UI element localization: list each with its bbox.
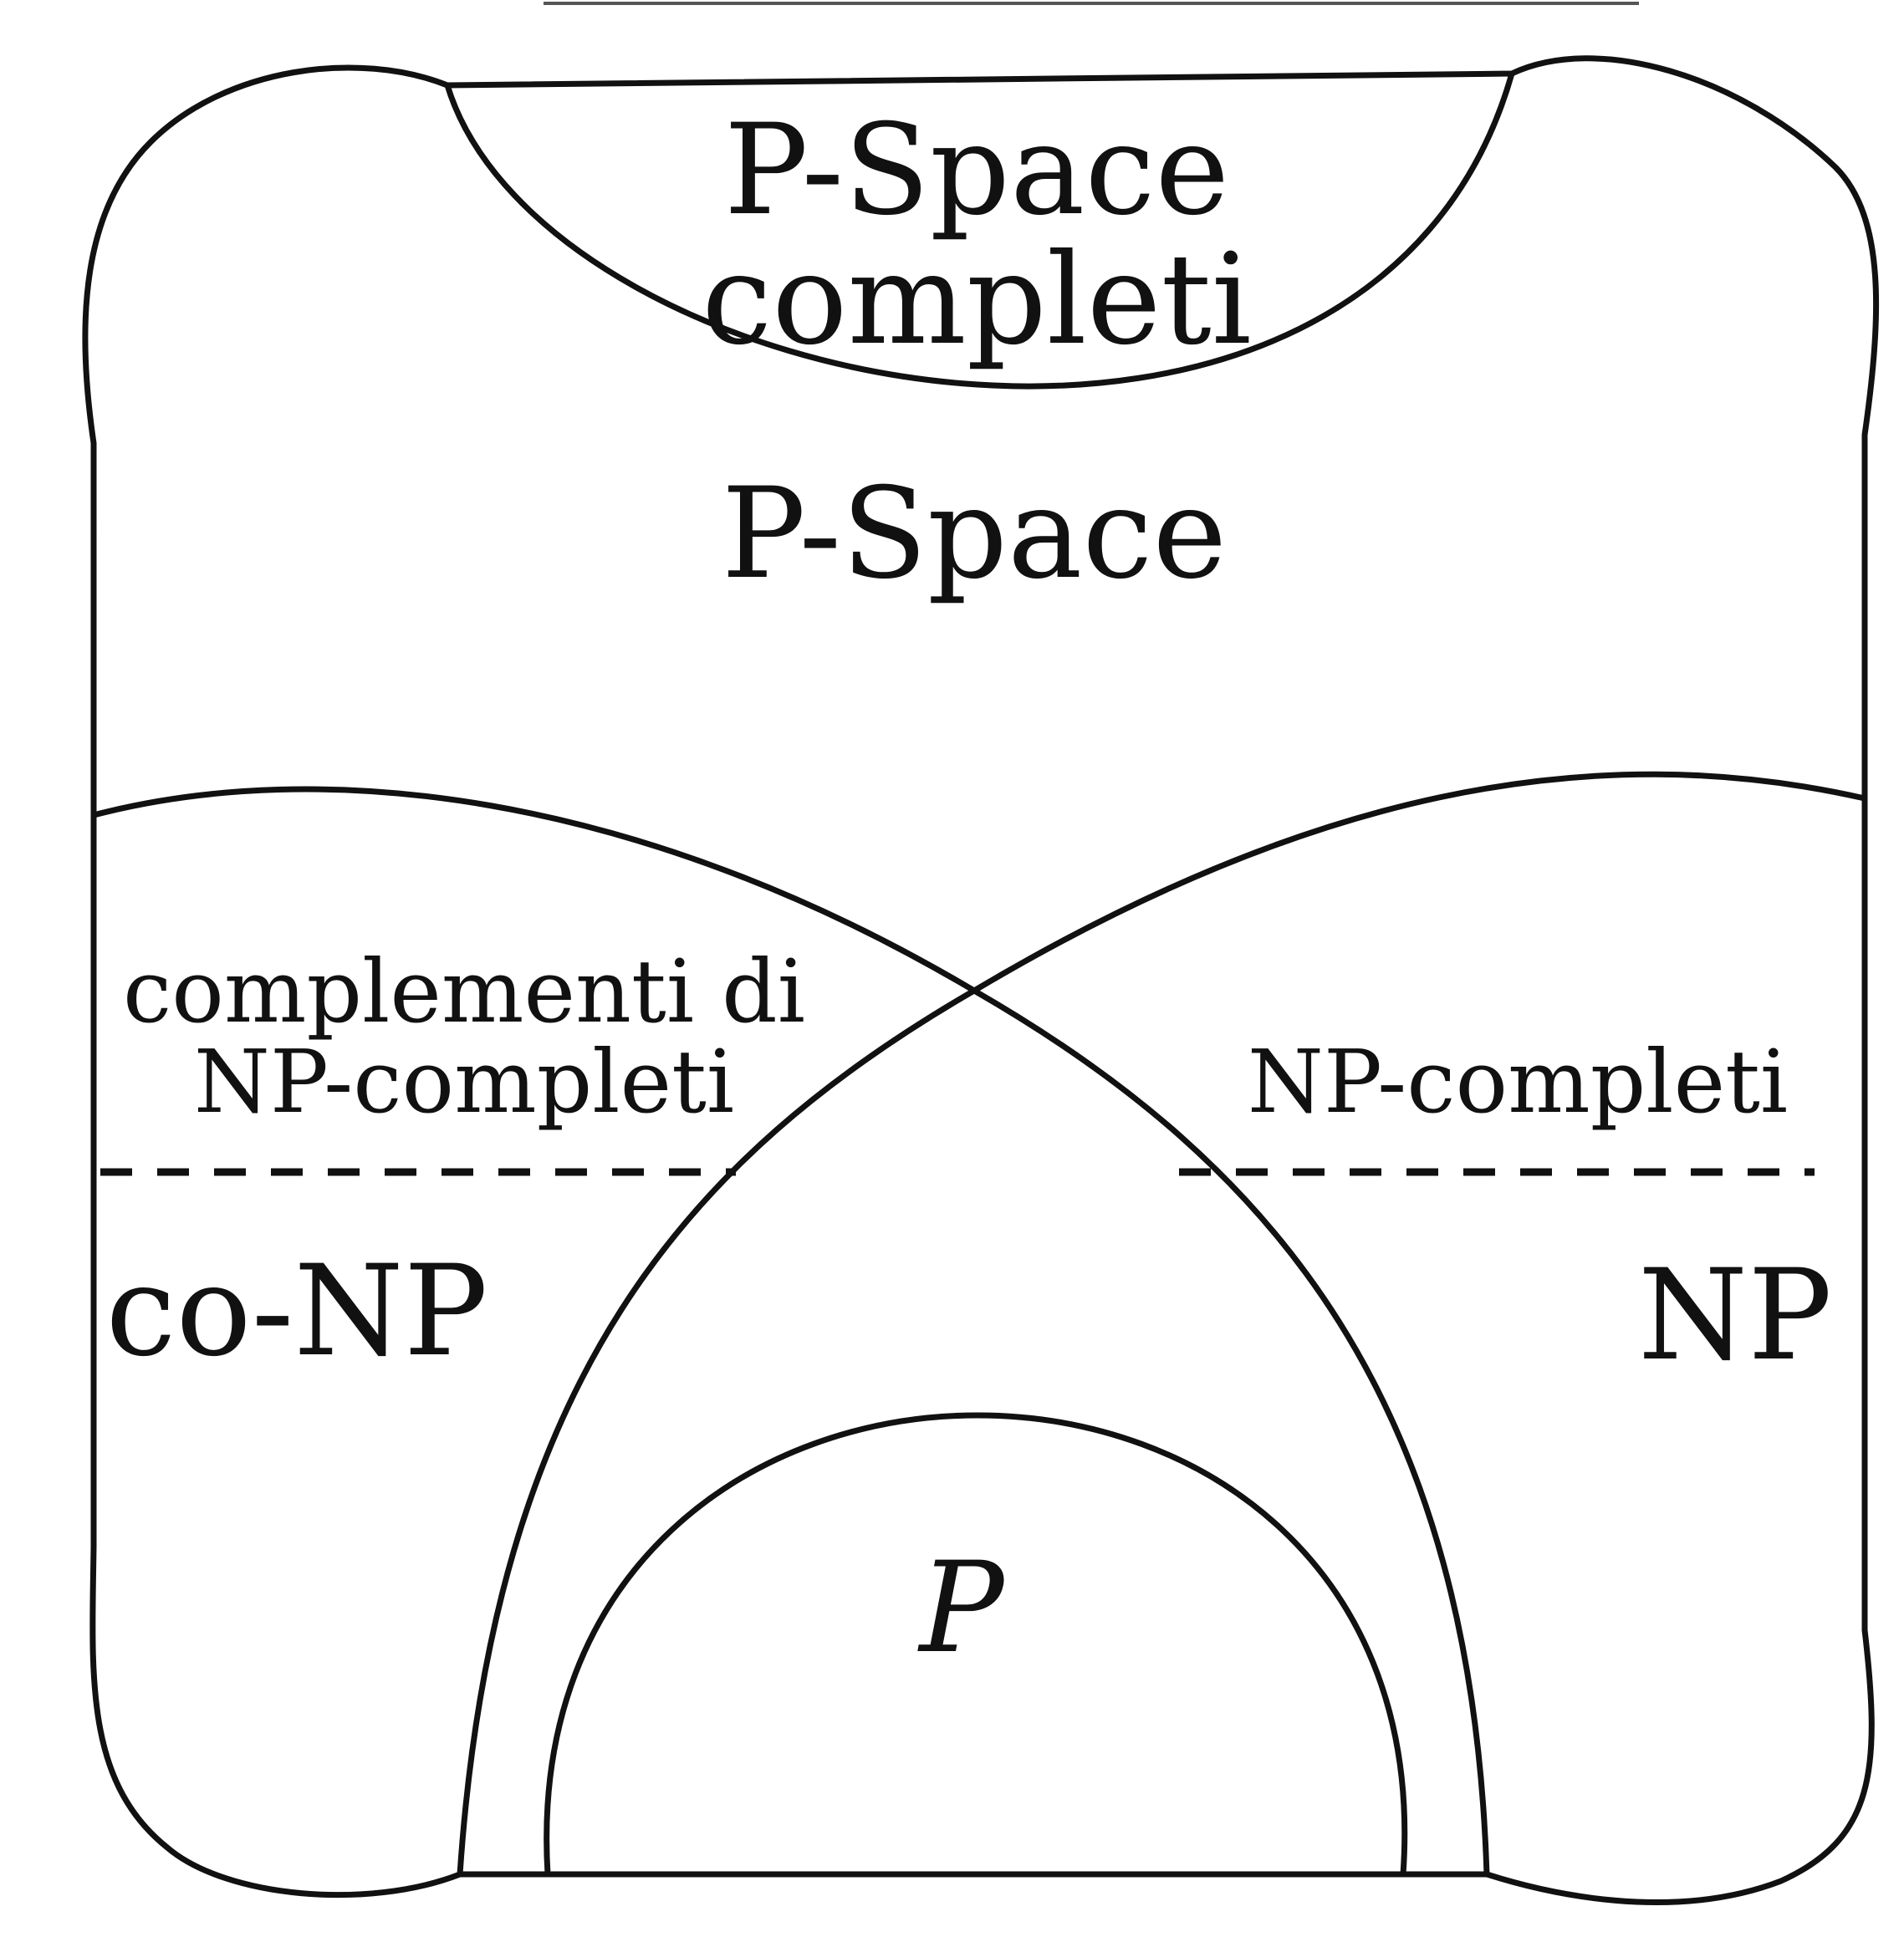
- co-np-label: co-NP: [105, 1239, 487, 1384]
- pspace-complete-label-line1: P-Space: [724, 98, 1229, 243]
- p-label: P: [917, 1536, 1007, 1681]
- co-np-complete-label-line1: complementi di: [123, 940, 805, 1042]
- np-left-boundary: [457, 987, 978, 1878]
- co-np-right-boundary: [971, 987, 1490, 1878]
- np-top-boundary: [971, 771, 1868, 994]
- co-np-complete-label-line2: NP-completi: [194, 1031, 734, 1133]
- pspace-complete-boundary: [444, 70, 1515, 390]
- pspace-complete-label-line2: completi: [702, 227, 1252, 373]
- pspace-boundary: [82, 55, 1880, 1905]
- np-label: NP: [1638, 1243, 1832, 1389]
- co-np-top-boundary: [90, 786, 978, 994]
- p-boundary: [544, 1412, 1408, 1878]
- pspace-label: P-Space: [722, 461, 1227, 607]
- np-complete-label: NP-completi: [1248, 1031, 1788, 1133]
